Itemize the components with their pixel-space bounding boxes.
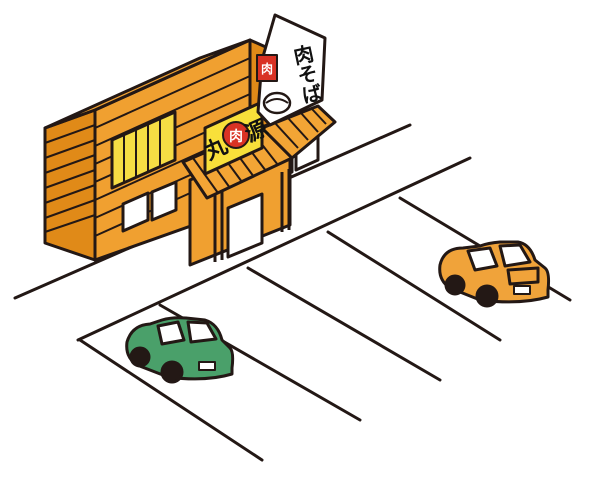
sign-emblem-text: 肉: [229, 128, 243, 145]
sign-emblem: [222, 121, 250, 149]
window: [150, 180, 178, 222]
wheel: [475, 284, 499, 308]
orange-car: [438, 240, 551, 308]
banner-badge-text: 肉: [261, 61, 273, 76]
license-plate: [198, 361, 216, 371]
window: [121, 191, 150, 233]
banner-badge: [256, 54, 278, 82]
entrance-door: [226, 192, 264, 259]
green-car: [125, 316, 235, 384]
wheel: [160, 360, 184, 384]
license-plate: [513, 285, 531, 295]
wheel: [444, 274, 466, 296]
wheel: [129, 346, 151, 368]
menu-banner: 肉: [256, 13, 327, 127]
noodle-bowl-icon: [262, 91, 292, 115]
